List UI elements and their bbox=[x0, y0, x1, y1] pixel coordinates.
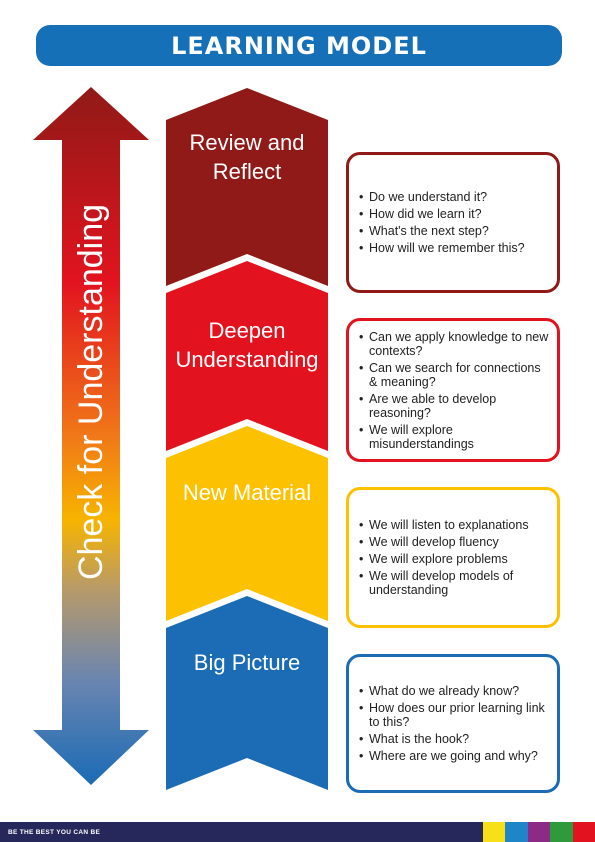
review-questions-list: Do we understand it? How did we learn it… bbox=[359, 187, 525, 258]
color-swatches bbox=[483, 822, 595, 842]
footer-bar: BE THE BEST YOU CAN BE bbox=[0, 822, 595, 842]
list-item: How will we remember this? bbox=[359, 241, 525, 255]
swatch-purple bbox=[527, 822, 551, 842]
stage-label-big-picture: Big Picture bbox=[193, 650, 301, 675]
list-item: We will develop models of understanding bbox=[359, 569, 549, 597]
title-banner: LEARNING MODEL bbox=[36, 25, 562, 66]
chevron-deepen bbox=[166, 261, 328, 451]
chevron-new-material bbox=[166, 426, 328, 621]
page-title: LEARNING MODEL bbox=[171, 31, 427, 60]
swatch-green bbox=[550, 822, 573, 842]
list-item: Are we able to develop reasoning? bbox=[359, 392, 549, 420]
list-item: What do we already know? bbox=[359, 684, 549, 698]
list-item: Can we search for connections & meaning? bbox=[359, 361, 549, 389]
footer-motto: BE THE BEST YOU CAN BE bbox=[8, 828, 101, 836]
stage-label-deepen: Deepen Understanding bbox=[175, 318, 319, 372]
list-item: How did we learn it? bbox=[359, 207, 525, 221]
list-item: What's the next step? bbox=[359, 224, 525, 238]
swatch-yellow bbox=[483, 822, 506, 842]
chevron-review bbox=[166, 88, 328, 286]
deepen-questions-list: Can we apply knowledge to new contexts? … bbox=[359, 327, 549, 454]
stage-label-review: Review and Reflect bbox=[189, 130, 305, 184]
list-item: We will listen to explanations bbox=[359, 518, 549, 532]
list-item: We will develop fluency bbox=[359, 535, 549, 549]
double-arrow-icon bbox=[33, 87, 149, 785]
big-picture-box: What do we already know? How does our pr… bbox=[346, 654, 560, 793]
review-questions-box: Do we understand it? How did we learn it… bbox=[346, 152, 560, 293]
list-item: Do we understand it? bbox=[359, 190, 525, 204]
stage-label-new-material: New Material bbox=[182, 480, 312, 505]
swatch-red bbox=[572, 822, 595, 842]
deepen-questions-box: Can we apply knowledge to new contexts? … bbox=[346, 318, 560, 462]
check-for-understanding-label: Check for Understanding bbox=[72, 203, 110, 581]
list-item: Where are we going and why? bbox=[359, 749, 549, 763]
new-material-box: We will listen to explanations We will d… bbox=[346, 487, 560, 628]
list-item: We will explore problems bbox=[359, 552, 549, 566]
list-item: How does our prior learning link to this… bbox=[359, 701, 549, 729]
list-item: What is the hook? bbox=[359, 732, 549, 746]
swatch-blue bbox=[505, 822, 528, 842]
new-material-list: We will listen to explanations We will d… bbox=[359, 515, 549, 600]
chevron-big-picture bbox=[166, 596, 328, 790]
list-item: Can we apply knowledge to new contexts? bbox=[359, 330, 549, 358]
list-item: We will explore misunderstandings bbox=[359, 423, 549, 451]
big-picture-list: What do we already know? How does our pr… bbox=[359, 681, 549, 766]
